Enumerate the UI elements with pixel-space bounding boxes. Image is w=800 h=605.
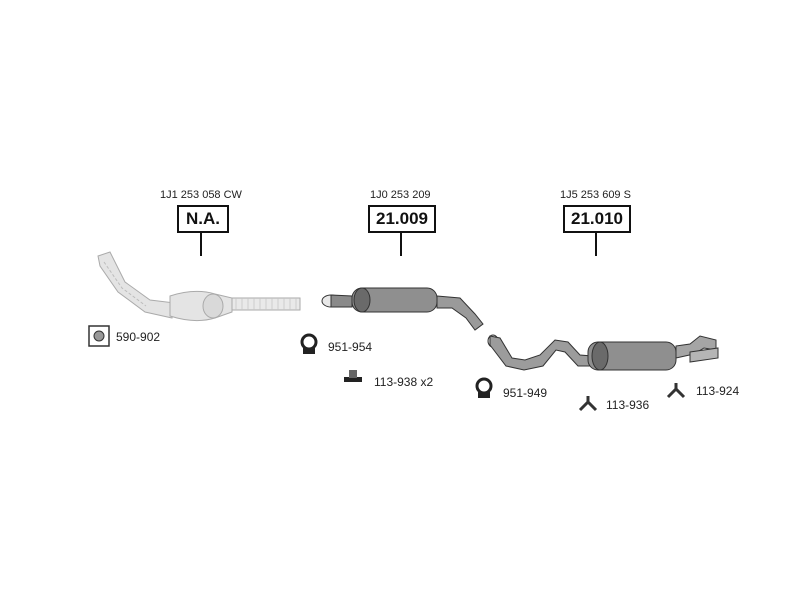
accessory-label-clamp-2: 951-949 [503,386,548,400]
rear-pipe-silencer [487,334,719,371]
part-code-box-3[interactable]: 21.010 [563,205,631,233]
accessory-label-mount: 113-938 x2 [374,375,434,389]
center-silencer [321,287,484,331]
part-ref-1: 1J1 253 058 CW [160,189,242,201]
accessory-label-hanger-1: 113-936 [606,398,650,412]
part-ref-3: 1J5 253 609 S [560,189,631,201]
part-code-box-2[interactable]: 21.009 [368,205,436,233]
gasket-icon [88,325,110,347]
part-ref-2: 1J0 253 209 [370,189,431,201]
rubber-mount-icon [344,370,362,382]
hanger-icon [666,383,686,399]
accessory-label-hanger-2: 113-924 [696,384,740,398]
hanger-icon [578,396,598,412]
clamp-icon [300,333,318,354]
accessory-label-gasket: 590-902 [116,330,161,344]
part-code-box-1[interactable]: N.A. [177,205,229,233]
accessory-label-clamp-1: 951-954 [328,340,373,354]
front-pipe-catalyst [97,251,301,322]
clamp-icon [475,377,493,398]
